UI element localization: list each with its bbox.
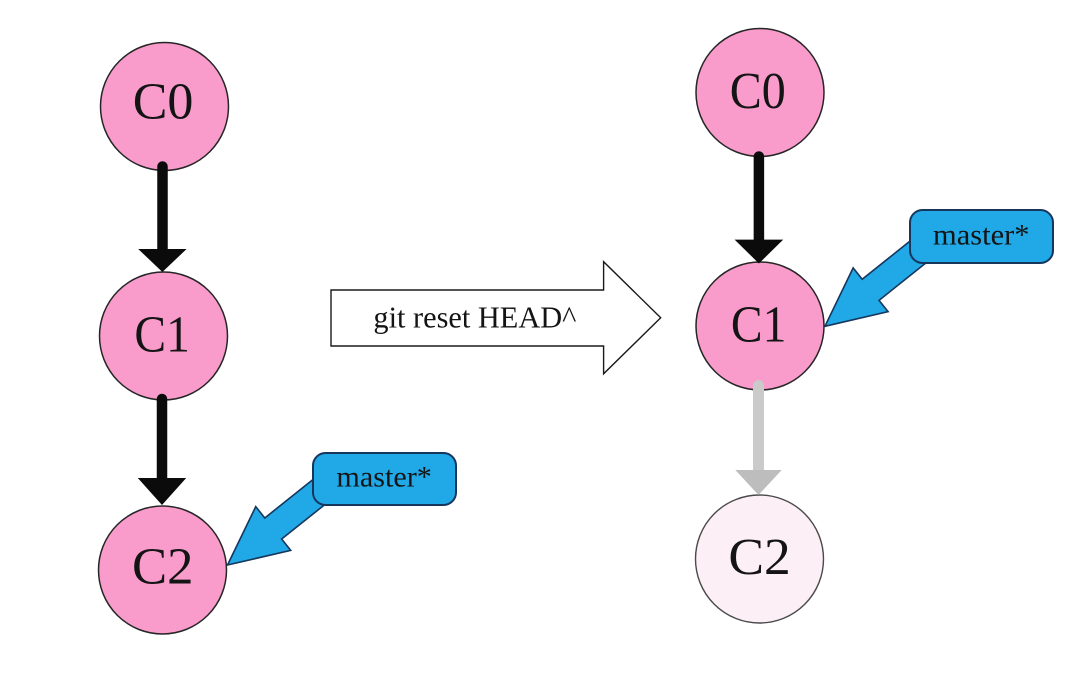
svg-text:C1: C1 <box>731 297 787 354</box>
svg-text:master*: master* <box>336 461 432 494</box>
svg-text:C0: C0 <box>133 73 194 130</box>
svg-text:C2: C2 <box>132 539 194 596</box>
svg-text:C2: C2 <box>728 529 790 586</box>
svg-text:master*: master* <box>933 218 1030 251</box>
svg-text:C0: C0 <box>730 63 786 120</box>
svg-text:C1: C1 <box>134 307 190 364</box>
svg-text:git reset HEAD^: git reset HEAD^ <box>373 300 576 335</box>
